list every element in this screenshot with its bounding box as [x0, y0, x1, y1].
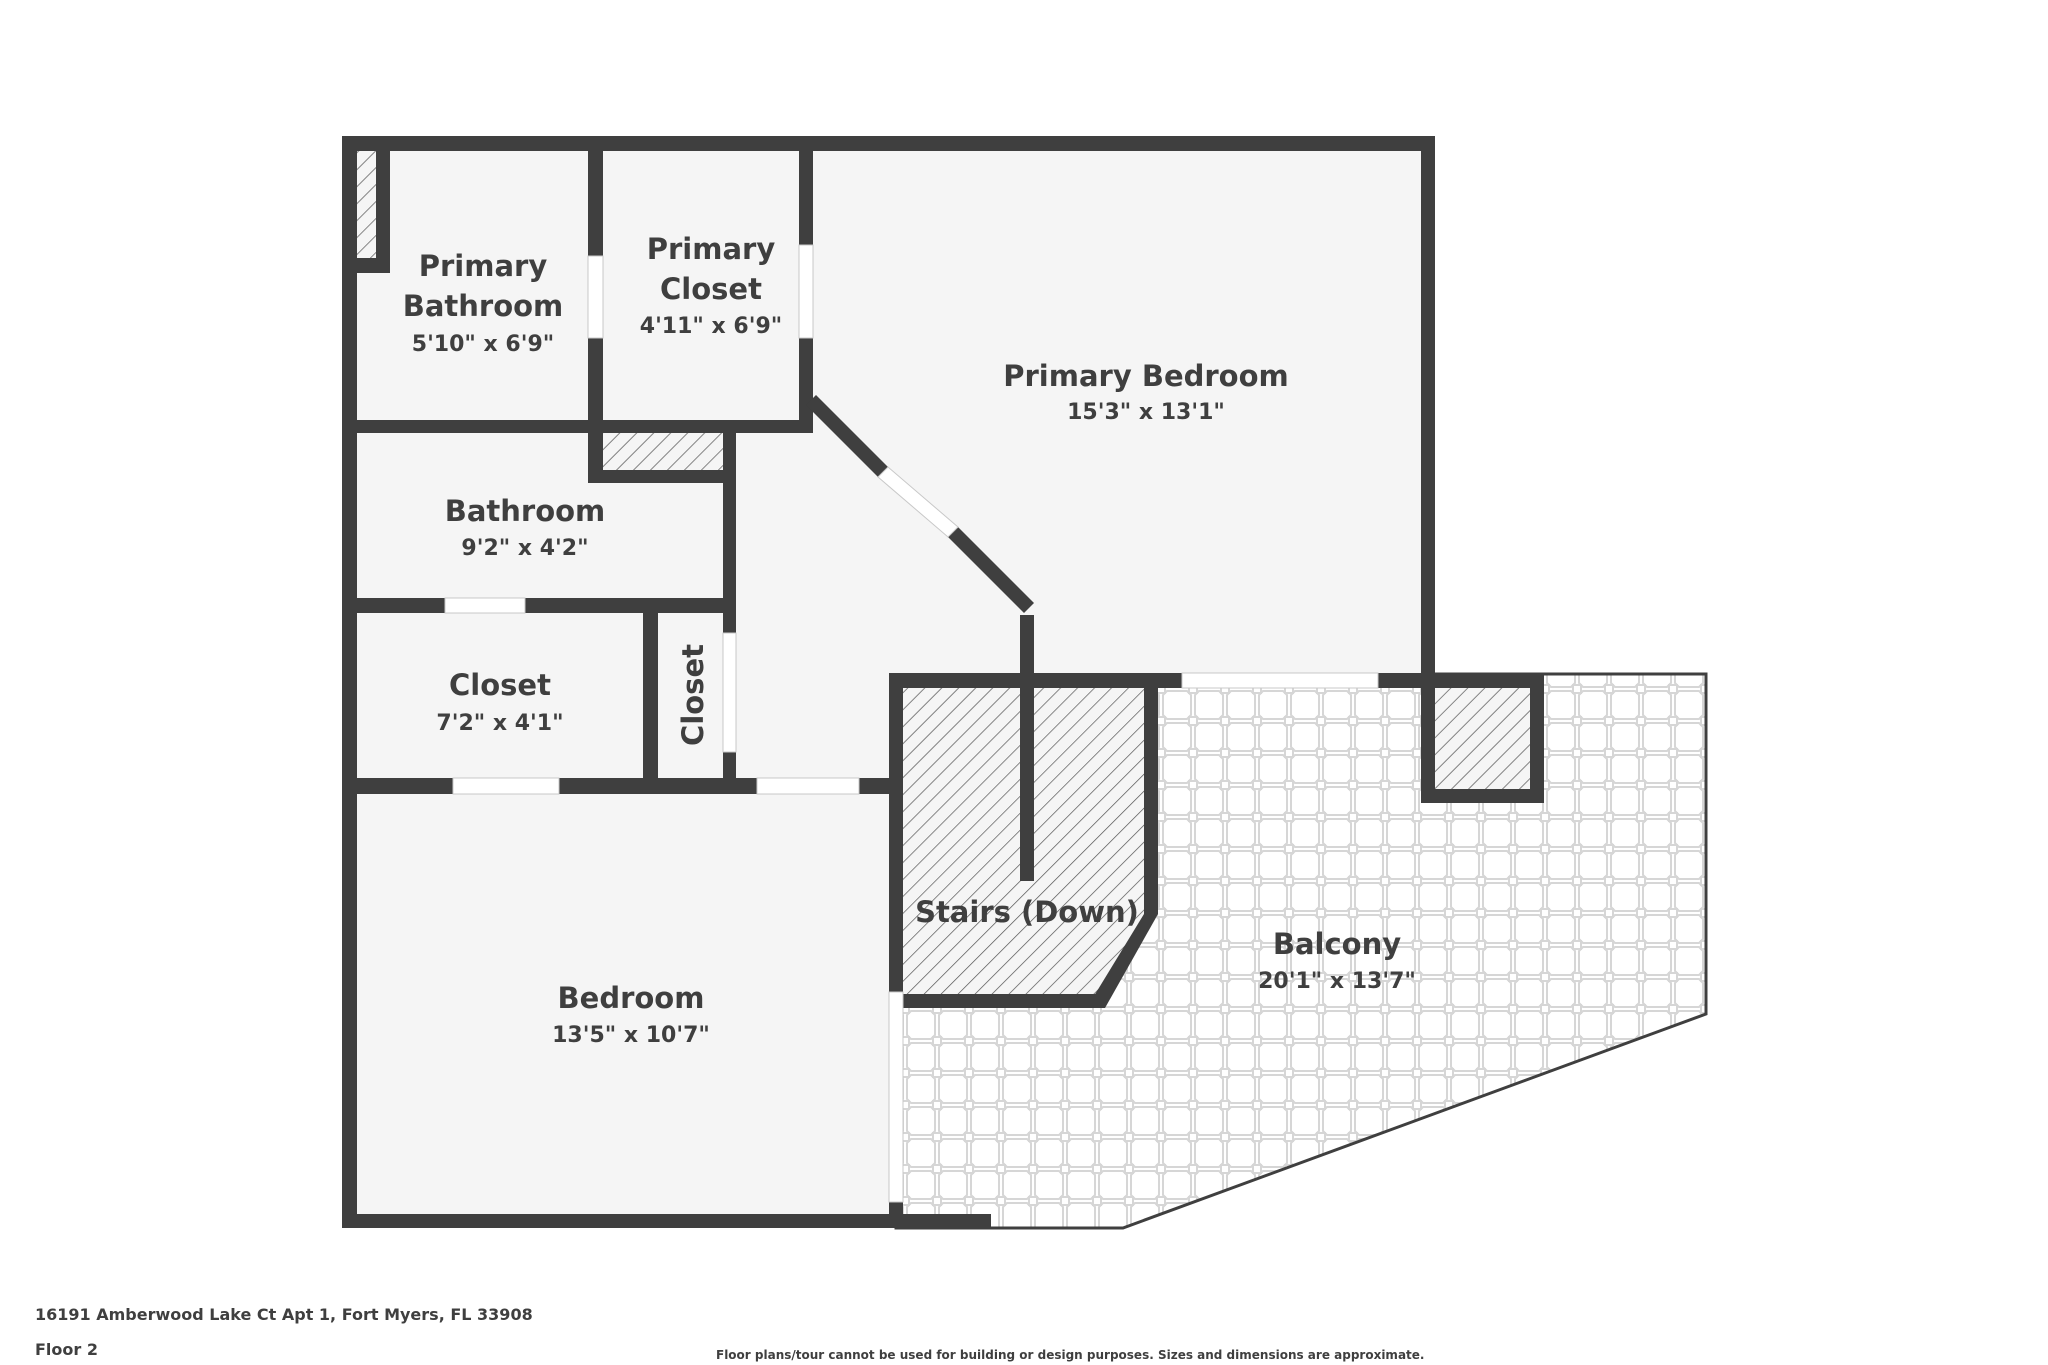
room-bedroom: Bedroom 13'5" x 10'7"	[552, 981, 710, 1048]
room-dimensions: 7'2" x 4'1"	[436, 711, 563, 736]
interior-floors	[343, 136, 1435, 1228]
property-address: 16191 Amberwood Lake Ct Apt 1, Fort Myer…	[35, 1305, 533, 1324]
room-dimensions: 9'2" x 4'2"	[461, 536, 588, 561]
disclaimer: Floor plans/tour cannot be used for buil…	[716, 1348, 1425, 1362]
shaft-hallway	[603, 433, 723, 470]
chimney-shaft	[1435, 687, 1530, 789]
room-title: Closet	[660, 272, 762, 306]
room-title: Closet	[449, 668, 551, 702]
walls	[342, 136, 1544, 1228]
room-title: Closet	[676, 644, 710, 746]
room-closet: Closet 7'2" x 4'1"	[436, 668, 563, 736]
room-primary-bathroom: Primary Bathroom 5'10" x 6'9"	[403, 249, 564, 357]
room-primary-closet: Primary Closet 4'11" x 6'9"	[640, 232, 782, 339]
room-title: Balcony	[1273, 927, 1401, 961]
room-title: Bathroom	[445, 494, 606, 528]
room-dimensions: 5'10" x 6'9"	[412, 332, 554, 357]
shaft-primary-bathroom	[357, 151, 376, 258]
room-title: Primary	[419, 249, 548, 283]
floor-label: Floor 2	[35, 1340, 98, 1359]
room-dimensions: 15'3" x 13'1"	[1067, 400, 1225, 425]
room-title: Primary Bedroom	[1003, 359, 1288, 393]
room-balcony: Balcony 20'1" x 13'7"	[1258, 927, 1416, 994]
room-primary-bedroom: Primary Bedroom 15'3" x 13'1"	[1003, 359, 1288, 425]
room-title: Bedroom	[558, 981, 705, 1015]
room-bathroom: Bathroom 9'2" x 4'2"	[445, 494, 606, 561]
room-dimensions: 13'5" x 10'7"	[552, 1023, 710, 1048]
room-stairs: Stairs (Down)	[915, 895, 1139, 929]
room-title: Stairs (Down)	[915, 895, 1139, 929]
room-title: Bathroom	[403, 289, 564, 323]
room-small-closet: Closet	[676, 644, 710, 746]
room-dimensions: 4'11" x 6'9"	[640, 314, 782, 339]
room-title: Primary	[647, 232, 776, 266]
room-dimensions: 20'1" x 13'7"	[1258, 969, 1416, 994]
door-openings	[444, 244, 1379, 1203]
